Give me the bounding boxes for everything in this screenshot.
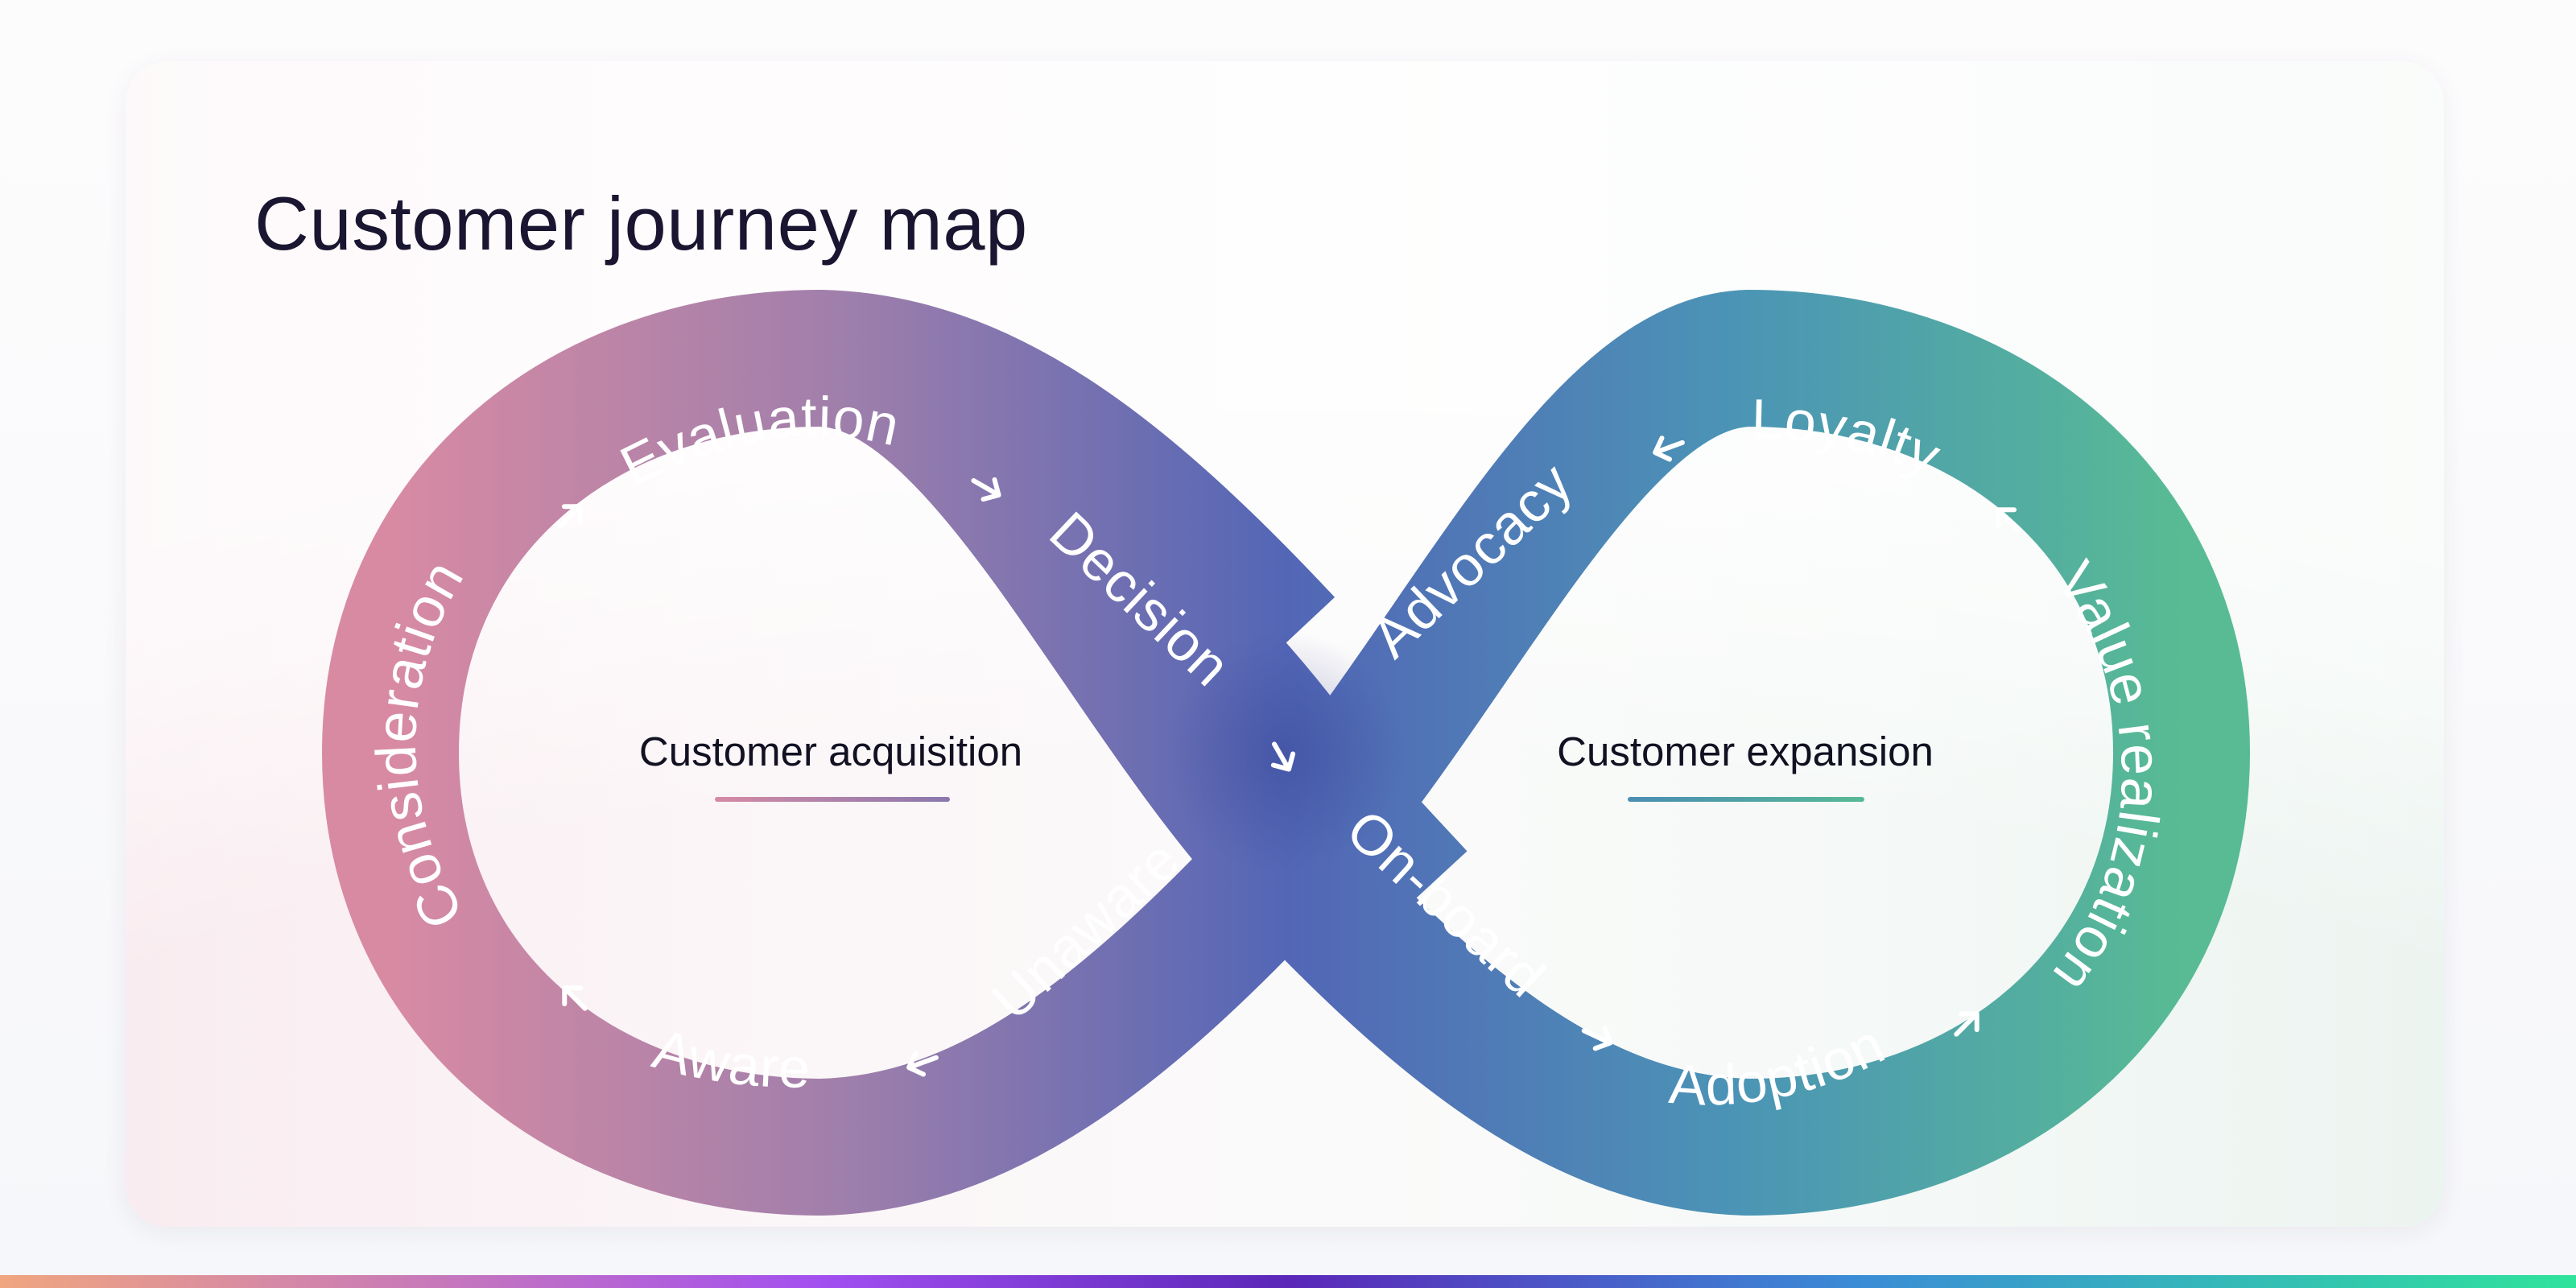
arrow-icon xyxy=(1581,1026,1613,1051)
bottom-accent-bar xyxy=(0,1275,2576,1288)
arrow-icon xyxy=(906,1051,939,1077)
label-customer-expansion: Customer expansion xyxy=(1557,729,1934,774)
arrow-icon xyxy=(1653,436,1685,462)
infinity-band xyxy=(322,290,2250,1216)
acquisition-underline xyxy=(715,797,950,802)
arrow-icon xyxy=(1954,1011,1979,1037)
expansion-underline xyxy=(1628,797,1864,802)
crossing-shadow xyxy=(1164,632,1406,873)
arrow-icon xyxy=(1270,741,1296,772)
arrow-icon xyxy=(562,985,588,1011)
arrow-icon xyxy=(1996,507,2021,533)
arrow-icon xyxy=(971,477,1001,502)
page-title: Customer journey map xyxy=(254,181,1028,266)
label-customer-acquisition: Customer acquisition xyxy=(638,729,1023,774)
arrow-icon xyxy=(557,504,583,530)
